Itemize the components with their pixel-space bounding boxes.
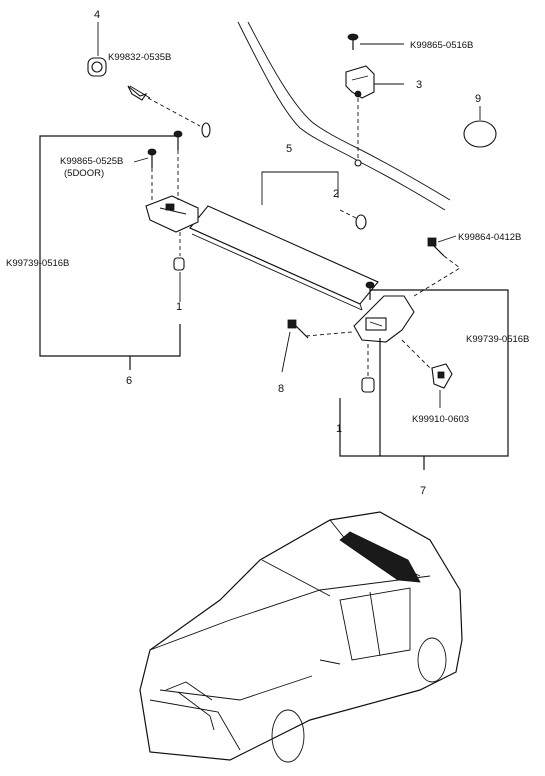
clip-k99910 <box>431 363 453 389</box>
callout-5: 5 <box>286 143 292 155</box>
callout-9: 9 <box>475 93 481 105</box>
hinge-right-assembly <box>353 295 415 393</box>
bracket-line-6 <box>39 135 181 357</box>
code-k99739-0516b-right: K99739-0516B <box>466 334 529 345</box>
clip-part-4 <box>87 22 107 77</box>
screw-k99865-0525b <box>147 148 157 168</box>
screw-right-top <box>365 281 375 300</box>
code-k99739-0516b-left: K99739-0516B <box>6 258 69 269</box>
code-k99864-0412b: K99864-0412B <box>458 232 521 243</box>
dashed-leader-8 <box>305 331 353 337</box>
dashed-leader-2 <box>339 209 357 219</box>
screw-k99865-top <box>347 33 359 50</box>
grommet-left <box>201 122 211 138</box>
code-5door-note: (5DOOR) <box>64 168 104 179</box>
bracket-line-7 <box>339 289 509 457</box>
screw-k99864 <box>427 237 445 257</box>
callout-3: 3 <box>416 79 422 91</box>
callout-7: 7 <box>420 485 426 497</box>
screw-left-top <box>173 130 183 150</box>
code-k99832-0535b: K99832-0535B <box>108 52 171 63</box>
callout-8: 8 <box>278 383 284 395</box>
grommet-2 <box>355 214 367 230</box>
screw-k99832 <box>127 85 151 101</box>
callout-1-right: 1 <box>336 423 342 435</box>
callout-6: 6 <box>126 375 132 387</box>
hinge-left-assembly <box>145 195 199 271</box>
dashed-leader-k99910 <box>401 339 433 371</box>
leader-8 <box>281 331 291 373</box>
body-panel-curve-outer <box>237 21 446 211</box>
leader-k99865-0525b <box>133 157 149 163</box>
ring-part-9 <box>463 120 497 148</box>
code-k99910-0603: K99910-0603 <box>412 414 469 425</box>
callout-1-left: 1 <box>176 301 182 313</box>
callout-2: 2 <box>333 188 339 200</box>
callout-4: 4 <box>94 9 100 21</box>
body-panel-curve-inner <box>247 21 451 201</box>
bracket-part-3 <box>345 65 375 99</box>
bolt-part-8 <box>287 319 309 339</box>
dashed-leader-4 <box>147 97 201 127</box>
leader-k99864 <box>437 235 457 243</box>
leader-5 <box>261 171 339 205</box>
code-k99865-0525b: K99865-0525B <box>60 156 123 167</box>
code-k99865-0516b: K99865-0516B <box>410 40 473 51</box>
package-tray-part-5 <box>189 205 379 311</box>
grommet-3 <box>354 159 362 167</box>
vehicle-illustration <box>139 511 463 763</box>
